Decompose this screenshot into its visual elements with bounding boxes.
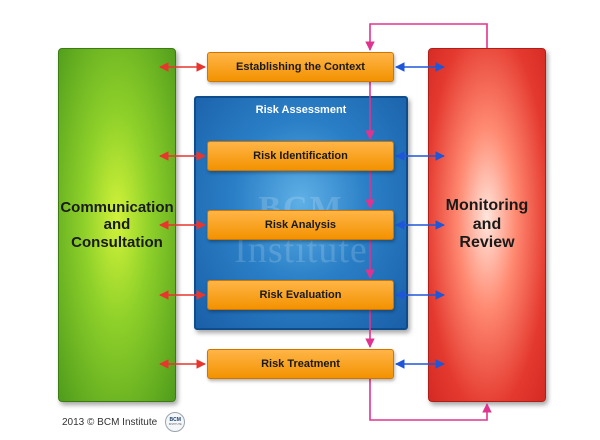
feedback-loop-top	[365, 23, 488, 51]
communication-consultation-panel: Communication and Consultation	[58, 48, 176, 402]
footer: 2013 © BCM Institute BCM INSTITUTE	[62, 412, 186, 432]
step-establishing-context-label: Establishing the Context	[236, 61, 365, 73]
monitoring-review-label: Monitoring and Review	[445, 197, 529, 252]
step-risk-analysis: Risk Analysis	[207, 210, 394, 240]
risk-assessment-title: Risk Assessment	[255, 104, 347, 116]
bcm-institute-logo: BCM INSTITUTE	[165, 412, 186, 432]
feedback-loop-bottom	[369, 379, 492, 421]
step-risk-treatment-label: Risk Treatment	[261, 358, 340, 370]
step-risk-identification: Risk Identification	[207, 141, 394, 171]
communication-consultation-label: Communication and Consultation	[60, 199, 174, 251]
step-risk-treatment: Risk Treatment	[207, 349, 394, 379]
step-risk-evaluation-label: Risk Evaluation	[259, 289, 342, 301]
step-risk-evaluation: Risk Evaluation	[207, 280, 394, 310]
step-risk-analysis-label: Risk Analysis	[264, 219, 337, 231]
step-risk-identification-label: Risk Identification	[253, 150, 348, 162]
copyright-text: 2013 © BCM Institute	[62, 416, 158, 428]
step-establishing-context: Establishing the Context	[207, 52, 394, 82]
